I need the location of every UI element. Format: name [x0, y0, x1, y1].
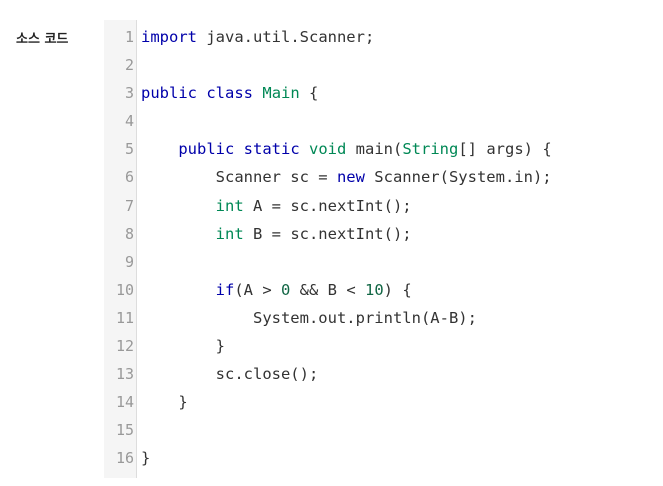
line-number: 11	[115, 308, 134, 327]
code-token: A = sc.nextInt();	[243, 196, 412, 215]
code-token	[253, 84, 262, 102]
code-line: if(A > 0 && B < 10) {	[141, 280, 644, 308]
code-token: int	[215, 224, 244, 243]
line-number: 7	[124, 196, 134, 215]
code-line: import java.util.Scanner;	[141, 27, 644, 55]
code-token	[141, 140, 178, 158]
line-number: 14	[115, 393, 134, 412]
line-number: 8	[124, 224, 134, 243]
code-token: Scanner sc =	[141, 168, 337, 187]
code-token: sc.close();	[141, 365, 319, 384]
code-token: public	[178, 140, 235, 159]
code-token: java.util.Scanner;	[197, 28, 375, 46]
line-number: 6	[124, 168, 134, 187]
code-token	[141, 225, 216, 243]
line-number: 4	[124, 112, 134, 131]
code-token: ) {	[383, 280, 412, 299]
code-token: int	[215, 196, 244, 215]
section-label: 소스 코드	[16, 32, 69, 47]
code-token: }	[141, 449, 151, 468]
code-token: {	[299, 84, 319, 103]
code-token	[300, 140, 309, 158]
code-line: }	[141, 448, 644, 476]
line-number: 1	[124, 28, 134, 46]
code-token: new	[336, 168, 365, 187]
code-token: Scanner(System.in);	[364, 168, 552, 187]
code-line: public class Main {	[141, 83, 644, 111]
line-number: 15	[115, 421, 134, 440]
code-token: class	[206, 84, 254, 103]
line-number-gutter: 1 2 3 4 5 6 7 8 9 10 11 12 13 14 15 16	[104, 20, 137, 478]
code-token: void	[309, 140, 347, 159]
code-token: }	[141, 337, 225, 356]
code-token	[197, 84, 206, 102]
code-token: (A >	[234, 280, 281, 299]
code-line: }	[141, 336, 644, 364]
line-number: 16	[115, 449, 134, 468]
line-number: 5	[124, 140, 134, 159]
code-token	[141, 281, 216, 299]
code-line	[141, 252, 644, 280]
line-number: 9	[124, 252, 134, 271]
code-token: main(	[346, 140, 403, 159]
line-number: 12	[115, 337, 134, 356]
code-token: public	[141, 84, 197, 103]
code-line: sc.close();	[141, 364, 644, 392]
code-line: public static void main(String[] args) {	[141, 139, 644, 167]
code-token: static	[243, 140, 300, 159]
code-token: }	[141, 393, 188, 412]
code-line: int A = sc.nextInt();	[141, 196, 644, 224]
code-line	[141, 420, 644, 448]
line-number: 2	[124, 56, 134, 75]
code-token: 10	[365, 280, 384, 299]
code-content[interactable]: import java.util.Scanner; public class M…	[137, 20, 644, 478]
code-line	[141, 55, 644, 83]
code-block[interactable]: 1 2 3 4 5 6 7 8 9 10 11 12 13 14 15 16 i…	[104, 20, 644, 478]
code-token: [] args) {	[458, 140, 552, 159]
code-token: if	[215, 280, 235, 299]
code-line: Scanner sc = new Scanner(System.in);	[141, 167, 644, 195]
code-token: import	[141, 28, 197, 46]
code-line: int B = sc.nextInt();	[141, 224, 644, 252]
code-token: 0	[281, 280, 291, 299]
code-line	[141, 111, 644, 139]
code-token: System.out.println(A-B);	[141, 308, 477, 327]
code-token	[234, 140, 243, 158]
line-number: 10	[115, 280, 134, 299]
code-line: }	[141, 392, 644, 420]
line-number: 3	[124, 84, 134, 103]
code-token: && B <	[290, 280, 365, 299]
code-token	[141, 197, 216, 215]
line-number: 13	[115, 365, 134, 384]
code-line: System.out.println(A-B);	[141, 308, 644, 336]
code-token: Main	[262, 84, 300, 103]
code-token: B = sc.nextInt();	[243, 224, 412, 243]
code-token: String	[402, 140, 459, 159]
